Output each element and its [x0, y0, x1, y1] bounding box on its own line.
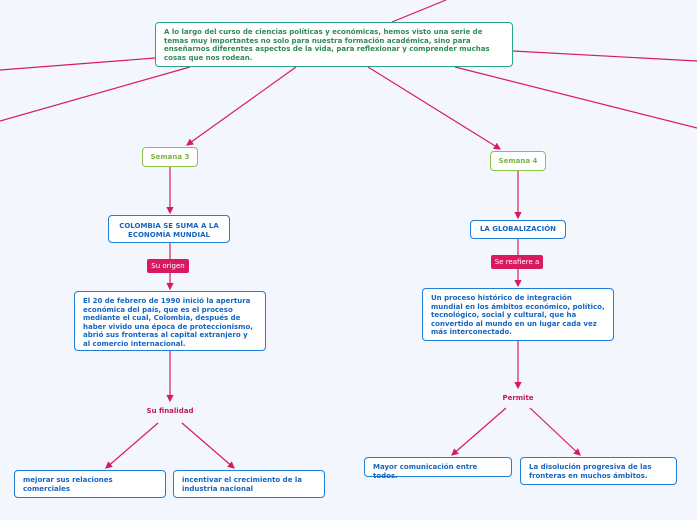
- finalidad-to-incentivar: [181, 422, 235, 469]
- purpose-mejorar-node[interactable]: mejorar sus relaciones comerciales: [14, 470, 166, 498]
- central-to-week3: [186, 66, 297, 146]
- week4-node[interactable]: Semana 4: [490, 151, 546, 171]
- branch-line-right-upper: [512, 50, 697, 62]
- apertura-description-node[interactable]: El 20 de febrero de 1990 inició la apert…: [74, 291, 266, 351]
- connector-label-su-origen: Su origen: [147, 259, 189, 273]
- effect-mayor-comunicacion-node[interactable]: Mayor comunicación entre todos.: [364, 457, 512, 480]
- branch-line-left-lower: [0, 66, 191, 122]
- week3-node[interactable]: Semana 3: [142, 147, 198, 167]
- effect-disolucion-fronteras-node[interactable]: La disolución progresiva de las frontera…: [520, 457, 677, 485]
- connector-label-se-reafiere: Se reafiere a: [491, 255, 543, 269]
- globalizacion-description-node[interactable]: Un proceso histórico de integración mund…: [422, 288, 614, 341]
- permite-to-disol: [529, 407, 581, 456]
- permite-label[interactable]: Permite: [502, 394, 534, 402]
- permite-to-mayor: [451, 407, 507, 456]
- topic-colombia-node[interactable]: COLOMBIA SE SUMA A LA ECONOMÍA MUNDIAL: [108, 215, 230, 243]
- topic-globalizacion-node[interactable]: LA GLOBALIZACIÓN: [470, 220, 566, 239]
- branch-line-top: [391, 0, 447, 23]
- su-finalidad-label[interactable]: Su finalidad: [146, 407, 194, 415]
- branch-line-right-lower: [454, 66, 697, 129]
- branch-line-left-upper: [0, 57, 156, 71]
- central-to-week4: [367, 66, 502, 150]
- finalidad-to-mejorar: [105, 422, 159, 469]
- central-node[interactable]: A lo largo del curso de ciencias polític…: [155, 22, 513, 67]
- purpose-incentivar-node[interactable]: incentivar el crecimiento de la industri…: [173, 470, 325, 498]
